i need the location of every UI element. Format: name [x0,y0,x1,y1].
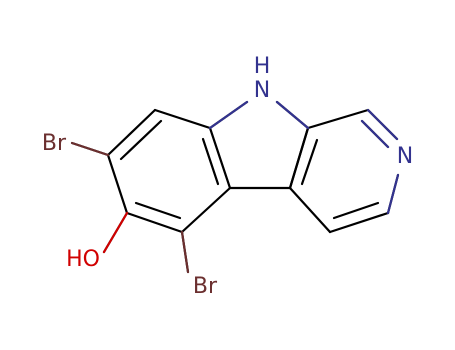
hydroxyl-label: HO [66,247,100,272]
bromine-top-label: Br [42,131,67,156]
bond [153,108,212,130]
bond-group [70,100,400,274]
nh-bond [208,100,249,130]
nh-h-label: H [254,54,271,79]
hydroxyl-bond [102,211,129,254]
bond [332,201,380,220]
bond [201,137,220,186]
bromine-bond [180,230,190,274]
bond [180,186,232,234]
hetero-bond-group [70,100,400,274]
bond [106,153,129,215]
bond [300,138,319,186]
pyridine-n-bond [386,173,400,215]
pyridine-n-bond [360,119,390,149]
atom-labels: H N N Br HO Br [42,54,413,299]
pyridine-n-label: N [397,144,413,169]
bond [134,201,182,220]
bond [125,211,184,234]
bromine-bottom-label: Br [193,274,218,299]
bond [288,186,332,234]
bond [208,126,232,190]
nh-bond [275,100,310,130]
pyridine-n-bond [366,108,399,141]
bond [106,108,157,157]
bond [119,119,163,161]
bond [306,108,370,130]
bromine-bond [70,141,110,157]
bond [328,211,390,234]
nh-n-label: N [254,78,270,103]
bond [288,126,310,190]
